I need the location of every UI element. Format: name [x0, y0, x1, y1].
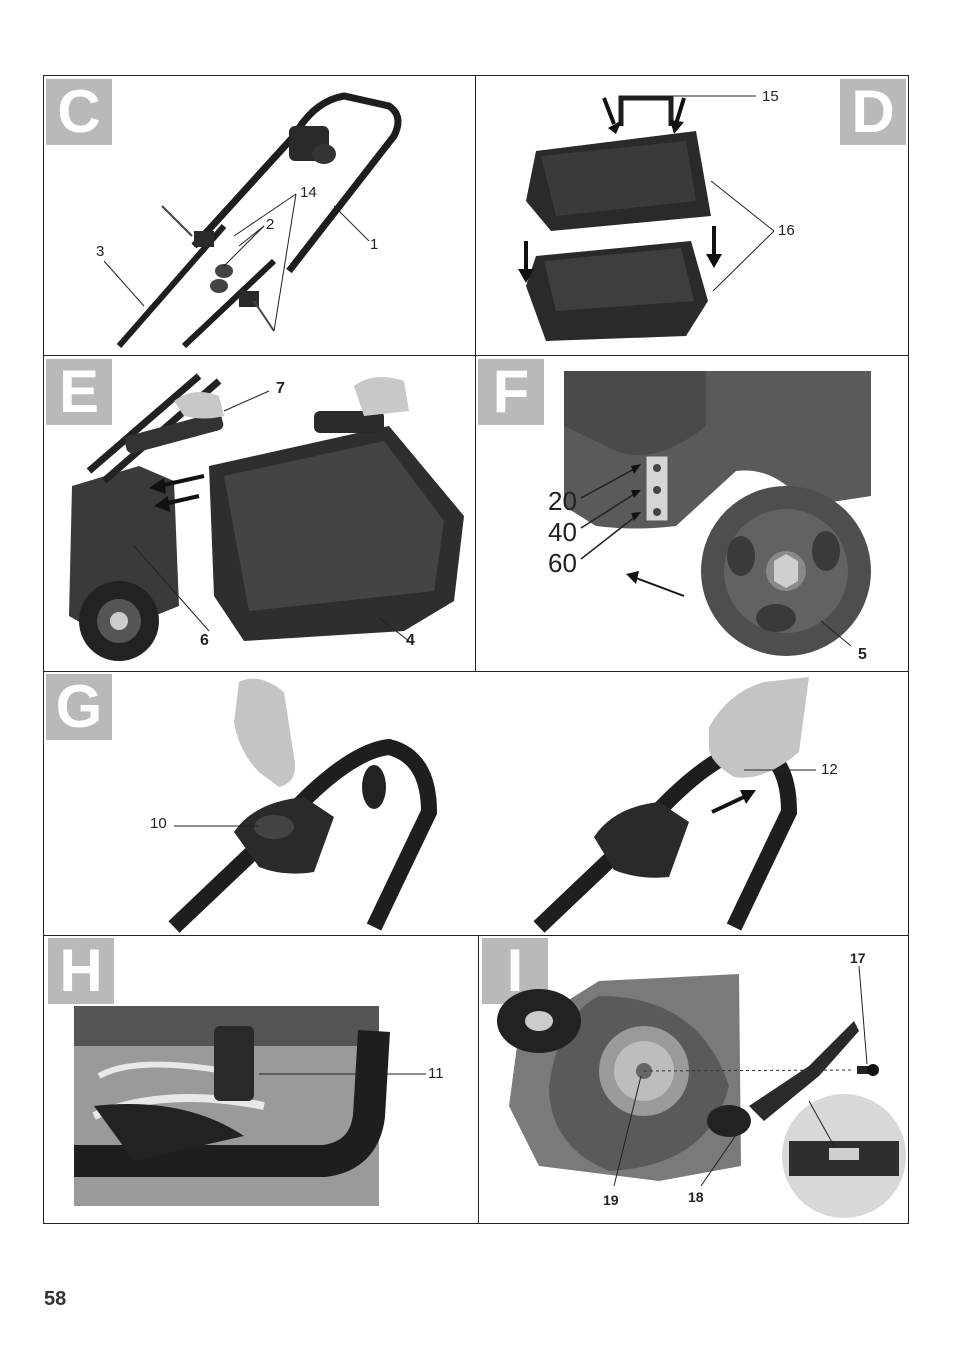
panel-e: E 7 6 4	[43, 355, 476, 672]
panel-g: G 10 12	[43, 671, 909, 936]
callout-16: 16	[778, 222, 795, 239]
callout-17: 17	[850, 950, 866, 966]
handle-assembly-illustration	[103, 92, 402, 349]
callout-6: 6	[200, 632, 209, 649]
panel-letter-c: C	[46, 79, 112, 145]
callout-15: 15	[762, 88, 779, 105]
callout-12: 12	[821, 761, 838, 778]
callout-10: 10	[150, 815, 167, 832]
height-label-60: 60	[548, 548, 577, 578]
callout-5: 5	[858, 646, 867, 663]
panel-letter-g: G	[46, 674, 112, 740]
panel-h: H 11	[43, 935, 479, 1224]
attach-grass-bag-illustration	[69, 373, 464, 661]
callout-4: 4	[406, 632, 415, 649]
switch-operation-illustration	[168, 677, 816, 933]
grass-bag-assembly-illustration	[518, 95, 775, 341]
callout-19: 19	[603, 1192, 619, 1208]
callout-7: 7	[276, 380, 285, 397]
callout-14: 14	[300, 184, 317, 201]
callout-11: 11	[428, 1065, 444, 1082]
panel-f: F 20 40 60 5	[475, 355, 909, 672]
panel-letter-e: E	[46, 359, 112, 425]
blade-replacement-illustration	[497, 965, 906, 1218]
callout-18: 18	[688, 1189, 704, 1205]
height-label-20: 20	[548, 486, 577, 516]
panel-letter-f: F	[478, 359, 544, 425]
callout-3: 3	[96, 243, 105, 260]
panel-letter-h: H	[48, 938, 114, 1004]
page-number: 58	[44, 1288, 67, 1310]
panel-c: C 14 2 3 1	[43, 75, 476, 356]
panel-letter-d: D	[840, 79, 906, 145]
height-label-40: 40	[548, 517, 577, 547]
cutting-height-illustration	[564, 371, 871, 656]
callout-1: 1	[370, 236, 379, 253]
panel-d: D 15 16	[475, 75, 909, 356]
cable-strain-relief-illustration	[74, 1006, 426, 1206]
callout-2: 2	[266, 216, 275, 233]
panel-i: I 17 19 18	[478, 935, 909, 1224]
